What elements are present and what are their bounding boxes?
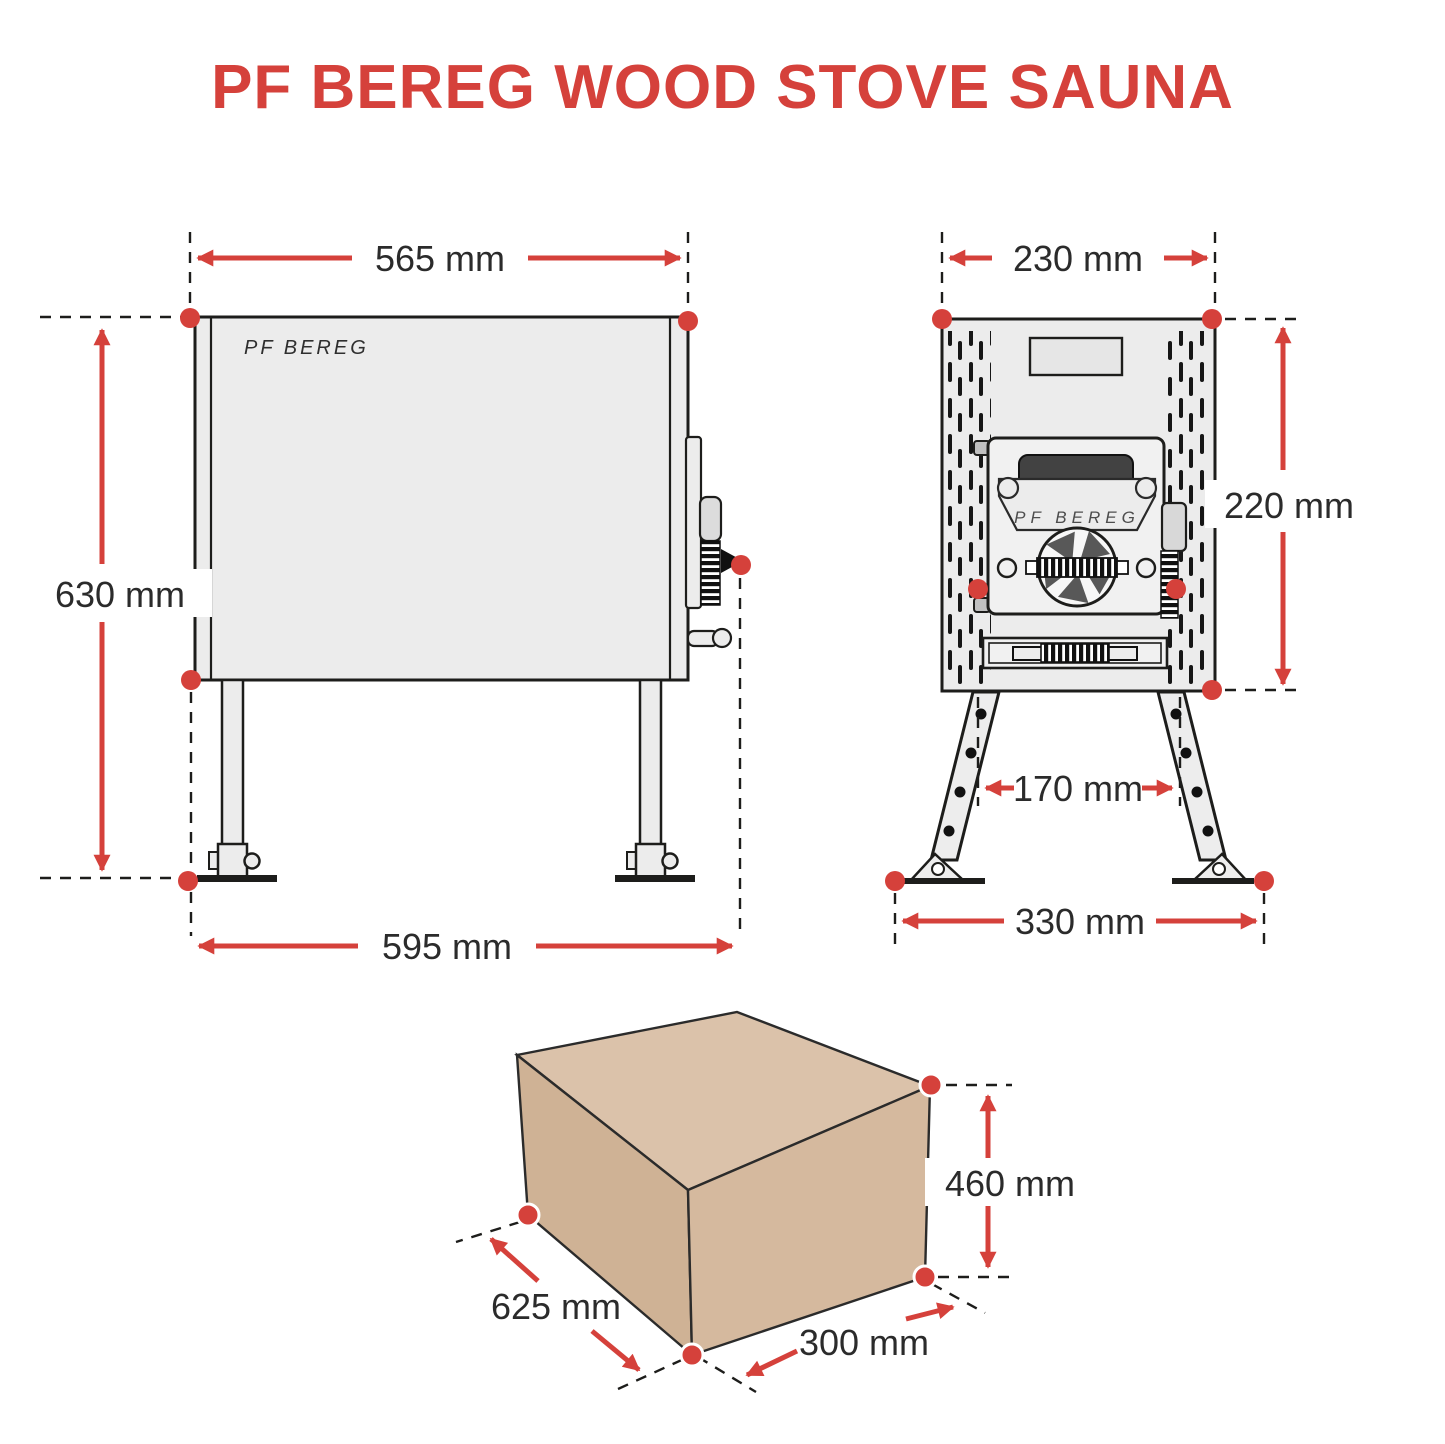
- corner-marker-dot: [181, 670, 201, 690]
- door-brand-label: PF BEREG: [1014, 508, 1140, 527]
- front-base-width-dimension: 330 mm: [901, 896, 1258, 944]
- dimension-label-bg: [1205, 480, 1373, 528]
- dimension-label: 170 mm: [1013, 768, 1143, 809]
- dimension-label: 230 mm: [1013, 238, 1143, 279]
- dimension-label-bg: [358, 921, 536, 970]
- corner-marker-dot: [1202, 309, 1222, 329]
- leg-spacing-dimension: 170 mm: [984, 764, 1174, 810]
- top-vent-window: [1028, 336, 1124, 377]
- dimension-label: 220 mm: [1224, 485, 1354, 526]
- dimension-label: 300 mm: [799, 1322, 929, 1363]
- dimension-arrow: [590, 1329, 641, 1372]
- guide-line: [455, 1220, 521, 1244]
- foot-plate: [197, 875, 277, 882]
- stove-body-side: [193, 315, 690, 682]
- corner-marker-dot: [679, 1342, 705, 1368]
- dimension-label: 460 mm: [945, 1163, 1075, 1204]
- corner-marker-dot: [912, 1264, 938, 1290]
- dimension-label: 330 mm: [1015, 901, 1145, 942]
- nameplate-end: [1134, 476, 1158, 500]
- door-nameplate: [997, 477, 1157, 532]
- foot-hole: [931, 862, 945, 876]
- corner-marker-dot: [885, 871, 905, 891]
- dimension-label-bg: [1004, 896, 1156, 944]
- toggle-knob-cap: [711, 627, 733, 649]
- dimension-label: 565 mm: [375, 238, 505, 279]
- guide-line: [931, 1282, 986, 1315]
- dimension-label-bg: [352, 233, 528, 281]
- dimension-label-bg: [925, 1158, 1095, 1206]
- door-latch: [1160, 501, 1188, 553]
- front-height-dimension: 220 mm: [1205, 326, 1373, 686]
- door-bolt: [996, 557, 1018, 579]
- side-height-dimension: 630 mm: [28, 328, 212, 872]
- nameplate-end: [996, 476, 1020, 500]
- leg-holes: [943, 708, 1214, 837]
- corner-marker-dot: [515, 1202, 541, 1228]
- box-height-dimension: 460 mm: [925, 1094, 1095, 1269]
- foot-ring: [243, 852, 261, 870]
- door-bolt: [1135, 557, 1157, 579]
- dimension-label-bg: [28, 569, 212, 617]
- drawer-spring: [1040, 643, 1110, 663]
- side-bottom-width-dimension: 595 mm: [197, 921, 734, 970]
- guide-line: [617, 1356, 687, 1391]
- side-top-width-dimension: 565 mm: [196, 233, 682, 281]
- package-box-drawing: 460 mm 625 mm 300 mm: [455, 1010, 1095, 1394]
- dimension-label: 595 mm: [382, 926, 512, 967]
- dimension-arrow: [745, 1348, 799, 1378]
- foot-clip: [208, 851, 219, 870]
- corner-marker-dot: [1254, 871, 1274, 891]
- vent-slots-left: [947, 331, 991, 685]
- box-depth-dimension: 625 mm: [489, 1237, 641, 1372]
- dimension-label: 625 mm: [491, 1286, 621, 1327]
- corner-marker-dot: [1166, 579, 1186, 599]
- front-top-width-dimension: 230 mm: [948, 233, 1209, 281]
- box-width-dimension: 300 mm: [745, 1302, 955, 1378]
- side-brand-label: PF BEREG: [244, 337, 369, 359]
- corner-marker-dot: [180, 308, 200, 328]
- stove-leg: [929, 690, 1001, 862]
- side-view-drawing: PF BEREG 565 mm: [28, 232, 751, 970]
- foot-plate: [903, 878, 985, 884]
- door-handle-spring: [1036, 557, 1118, 578]
- corner-marker-dot: [678, 311, 698, 331]
- foot-bracket: [634, 842, 667, 879]
- foot-bracket: [216, 842, 249, 879]
- dimension-label-bg: [1016, 764, 1140, 810]
- corner-marker-dot: [1202, 680, 1222, 700]
- foot-plate: [1172, 878, 1254, 884]
- corner-marker-dot: [731, 555, 751, 575]
- foot-plate: [615, 875, 695, 882]
- dimension-arrow: [489, 1237, 540, 1283]
- door-edge-plate: [684, 435, 703, 610]
- foot-ring: [661, 852, 679, 870]
- foot-clip: [626, 851, 637, 870]
- stove-leg: [220, 678, 245, 848]
- corner-marker-dot: [968, 579, 988, 599]
- dimension-label: 630 mm: [55, 574, 185, 615]
- handle-bracket: [698, 495, 723, 543]
- dimension-arrow: [905, 1302, 955, 1322]
- foot-hole: [1212, 862, 1226, 876]
- stove-leg: [1156, 690, 1228, 862]
- dimension-label-bg: [992, 233, 1164, 281]
- stove-leg: [638, 678, 663, 848]
- page-title: PF BEREG WOOD STOVE SAUNA: [211, 53, 1234, 122]
- side-handle-spring: [700, 540, 721, 606]
- front-view-drawing: PF BEREG: [885, 232, 1373, 952]
- corner-marker-dot: [918, 1072, 944, 1098]
- ash-drawer-inner: [988, 642, 1162, 664]
- corner-marker-dot: [932, 309, 952, 329]
- corner-marker-dot: [178, 871, 198, 891]
